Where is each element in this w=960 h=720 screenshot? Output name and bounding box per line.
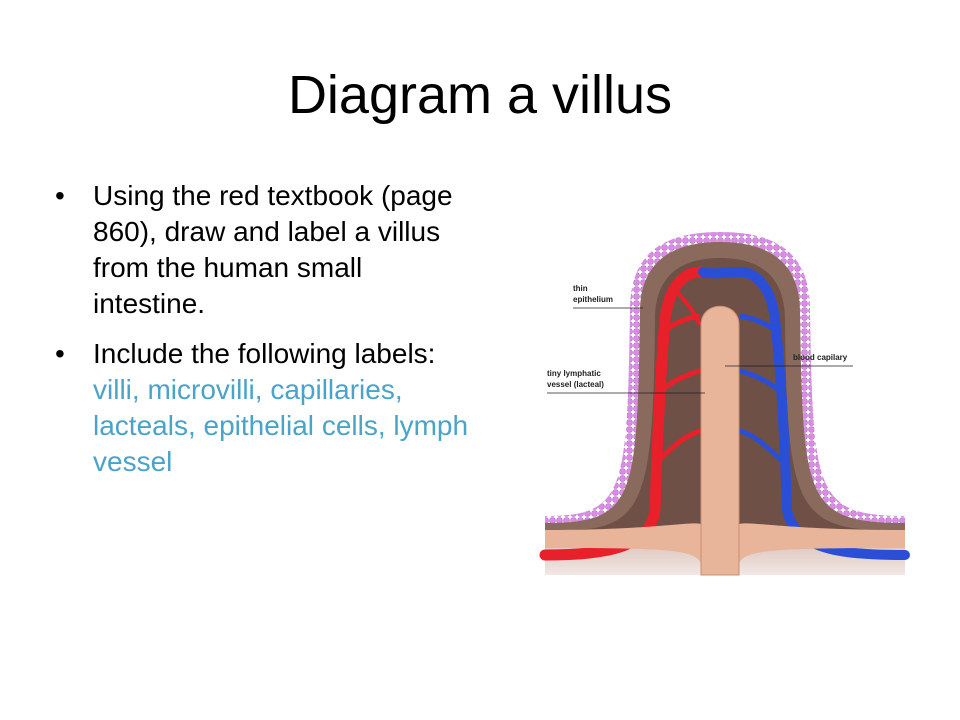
artery-branch [673,288,702,326]
label-term: vessel [93,446,173,477]
bullet-text: Include the following labels: [93,338,436,369]
vein-branch [739,313,777,333]
bullet-item: • Using the red textbook (page 860), dra… [55,178,475,322]
artery-branch [659,367,704,393]
label-term: capillaries, [270,374,403,405]
bullet-glyph: • [55,338,65,369]
label-term: microvilli, [147,374,263,405]
label-term: epithelial [203,410,315,441]
slide-title: Diagram a villus [287,65,673,125]
lacteal-vessel [700,305,740,576]
bullet-item: • Include the following labels: villi, m… [55,336,475,480]
bullet-text: Using the red textbook (page 860), draw … [93,180,453,319]
bullet-glyph: • [55,180,65,211]
vein-branch [736,367,781,393]
lacteal-vessel [545,523,705,575]
label-term: cells, [321,410,386,441]
artery-branch [657,427,704,462]
lacteal-vessel [735,523,905,575]
label-thin-epithelium: epithelium [573,295,613,304]
label-blood-capilary: blood capilary [793,353,848,362]
label-term: villi, [93,374,140,405]
label-term: lymph [393,410,469,441]
label-lacteal: tiny lymphatic [547,369,601,378]
bullet-list: • Using the red textbook (page 860), dra… [55,178,475,494]
villus-diagram: thin epithelium blood capilary tiny lymp… [539,232,910,576]
label-term: lacteals, [93,410,196,441]
label-lacteal: vessel (lacteal) [547,380,604,389]
vein-branch [736,427,783,462]
label-thin-epithelium: thin [573,284,588,293]
